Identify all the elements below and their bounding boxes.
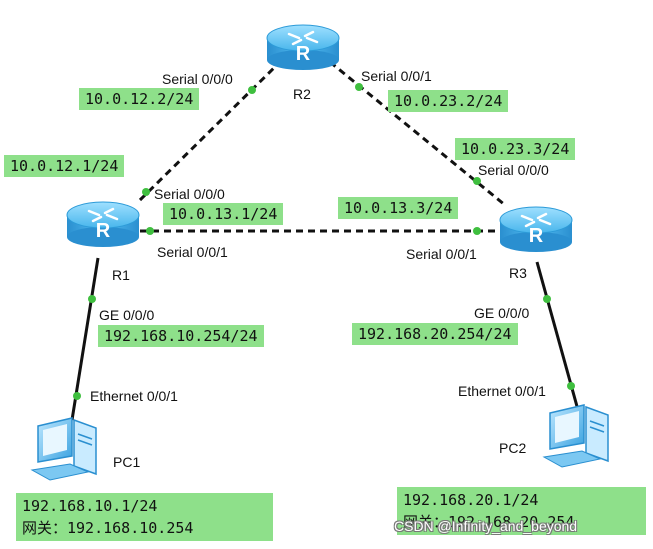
pc2-config-box: 192.168.20.1/24 网关：192.168.20.254 — [397, 487, 646, 535]
port-label-r1-s000: Serial 0/0/0 — [154, 186, 225, 202]
port-dot-r3-s000 — [473, 177, 481, 185]
device-label-pc2: PC2 — [499, 440, 527, 456]
ip-label-r2-s000: 10.0.12.2/24 — [79, 88, 200, 110]
port-dot-r2-s000 — [248, 86, 256, 94]
device-label-r3: R3 — [509, 265, 527, 281]
port-label-r1-ge: GE 0/0/0 — [99, 307, 155, 323]
port-dot-r1-ge — [88, 295, 96, 303]
port-dot-r2-s001 — [355, 83, 363, 91]
pc2-ip: 192.168.20.1/24 — [403, 491, 539, 509]
ip-label-r3-s000: 10.0.23.3/24 — [455, 138, 576, 160]
port-label-r2-s000: Serial 0/0/0 — [162, 71, 233, 87]
port-dot-r3-s001 — [473, 227, 481, 235]
device-label-r1: R1 — [112, 267, 130, 283]
port-label-pc2-eth: Ethernet 0/0/1 — [458, 383, 546, 399]
ip-label-r1-s000: 10.0.12.1/24 — [4, 155, 125, 177]
port-dot-r3-ge — [543, 295, 551, 303]
ip-label-r3-ge: 192.168.20.254/24 — [352, 323, 518, 345]
router-icon-r3[interactable]: R — [499, 206, 573, 252]
port-label-r1-s001: Serial 0/0/1 — [157, 244, 228, 260]
port-dot-pc1-eth — [73, 392, 81, 400]
svg-text:R: R — [96, 220, 111, 242]
svg-text:R: R — [296, 43, 311, 65]
port-label-r3-ge: GE 0/0/0 — [474, 305, 530, 321]
link-r1-r2 — [138, 60, 282, 202]
device-label-r2: R2 — [293, 86, 311, 102]
pc-icon-pc2[interactable] — [542, 404, 609, 468]
ip-label-r1-ge: 192.168.10.254/24 — [98, 325, 264, 347]
ip-label-r3-s001: 10.0.13.3/24 — [338, 197, 459, 219]
pc1-gateway: 网关：192.168.10.254 — [22, 519, 194, 537]
router-icon-r2[interactable]: R — [266, 24, 340, 70]
port-label-r2-s001: Serial 0/0/1 — [361, 68, 432, 84]
port-dot-r1-s001 — [146, 227, 154, 235]
pc1-ip: 192.168.10.1/24 — [22, 497, 158, 515]
port-label-r3-s001: Serial 0/0/1 — [406, 246, 477, 262]
pc-icon-pc1[interactable] — [30, 417, 97, 481]
ip-label-r1-s001: 10.0.13.1/24 — [163, 203, 284, 225]
port-label-r3-s000: Serial 0/0/0 — [478, 162, 549, 178]
pc2-gateway: 网关：192.168.20.254 — [403, 513, 575, 531]
port-label-pc1-eth: Ethernet 0/0/1 — [90, 388, 178, 404]
ip-label-r2-s001: 10.0.23.2/24 — [388, 90, 509, 112]
pc1-config-box: 192.168.10.1/24 网关：192.168.10.254 — [16, 493, 273, 541]
port-dot-pc2-eth — [567, 382, 575, 390]
port-dot-r1-s000 — [142, 188, 150, 196]
watermark: CSDN @Infinity_and_beyond — [394, 518, 578, 534]
router-icon-r1[interactable]: R — [66, 201, 140, 247]
svg-text:R: R — [529, 225, 544, 247]
device-label-pc1: PC1 — [113, 454, 141, 470]
